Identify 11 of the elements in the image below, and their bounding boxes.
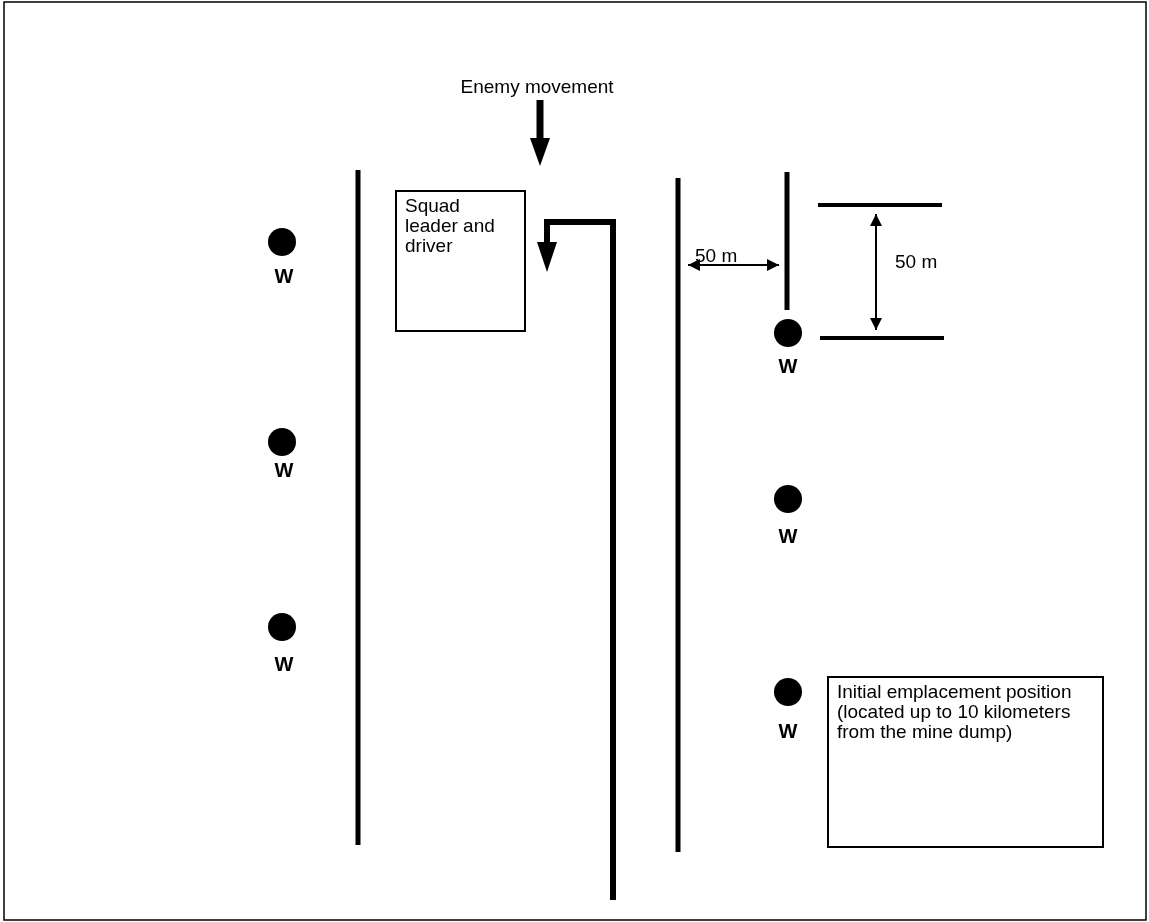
mine-label: W <box>274 266 294 287</box>
mine-label: W <box>274 460 294 481</box>
mine-label: W <box>778 721 798 742</box>
mine-label: W <box>778 526 798 547</box>
dimension-label: 50 m <box>695 245 738 266</box>
mine-label: W <box>274 654 294 675</box>
dimension-label: 50 m <box>895 251 938 272</box>
text-box: Squad leader and driver <box>395 190 526 332</box>
mine-label: W <box>778 356 798 377</box>
text-box: Initial emplacement position (located up to 10 kilometers from the mine dump) <box>827 676 1104 848</box>
direction-label: Enemy movement <box>460 76 614 97</box>
